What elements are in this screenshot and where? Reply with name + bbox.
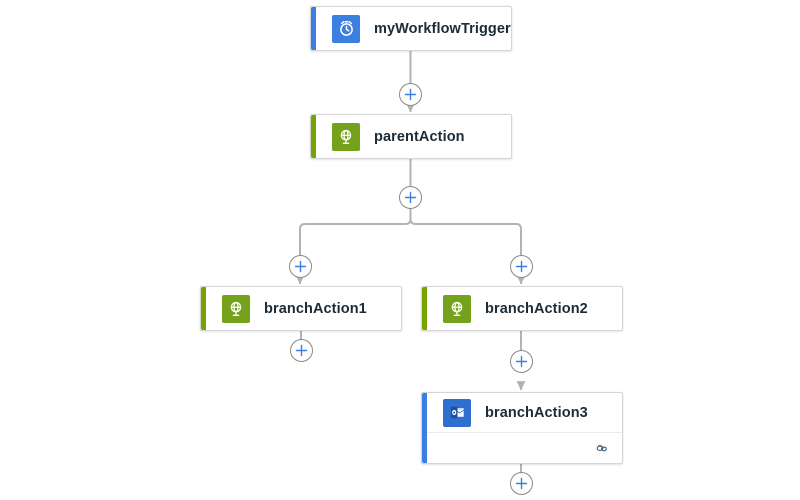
edge-split-right bbox=[409, 218, 522, 255]
node-header: branchAction2 bbox=[422, 287, 622, 330]
node-accent-bar bbox=[311, 7, 316, 50]
http-globe-icon bbox=[222, 294, 250, 323]
add-step-button-after-branchaction2[interactable] bbox=[509, 350, 533, 373]
workflow-node-branchaction3[interactable]: branchAction3 bbox=[421, 392, 623, 464]
edge-split-left bbox=[299, 209, 412, 255]
node-title: myWorkflowTrigger bbox=[374, 20, 511, 37]
workflow-node-branchaction2[interactable]: branchAction2 bbox=[421, 286, 623, 331]
workflow-node-parentaction[interactable]: parentAction bbox=[310, 114, 512, 159]
node-accent-bar bbox=[201, 287, 206, 330]
link-chain-icon[interactable] bbox=[595, 441, 609, 455]
clock-timer-icon bbox=[332, 14, 360, 43]
add-step-button-after-branchaction3[interactable] bbox=[509, 472, 533, 495]
workflow-node-trigger[interactable]: myWorkflowTrigger bbox=[310, 6, 512, 51]
add-step-button-after-parentaction[interactable] bbox=[399, 186, 422, 209]
http-globe-icon bbox=[332, 122, 360, 151]
node-header: myWorkflowTrigger bbox=[311, 7, 511, 50]
add-step-button-branch-right[interactable] bbox=[509, 255, 533, 278]
node-title: branchAction1 bbox=[264, 300, 367, 317]
add-step-button-branch-left[interactable] bbox=[288, 255, 312, 278]
node-accent-bar bbox=[422, 287, 427, 330]
outlook-mail-icon bbox=[443, 398, 471, 427]
node-title: branchAction2 bbox=[485, 300, 588, 317]
node-title: parentAction bbox=[374, 128, 465, 145]
node-title: branchAction3 bbox=[485, 404, 588, 421]
node-header: branchAction3 bbox=[422, 393, 622, 432]
add-step-button-after-trigger[interactable] bbox=[399, 83, 422, 106]
node-header: branchAction1 bbox=[201, 287, 401, 330]
workflow-node-branchaction1[interactable]: branchAction1 bbox=[200, 286, 402, 331]
node-header: parentAction bbox=[311, 115, 511, 158]
node-accent-bar bbox=[311, 115, 316, 158]
node-footer bbox=[422, 432, 622, 463]
add-step-button-after-branchaction1[interactable] bbox=[289, 339, 313, 362]
http-globe-icon bbox=[443, 294, 471, 323]
node-accent-bar bbox=[422, 393, 427, 463]
